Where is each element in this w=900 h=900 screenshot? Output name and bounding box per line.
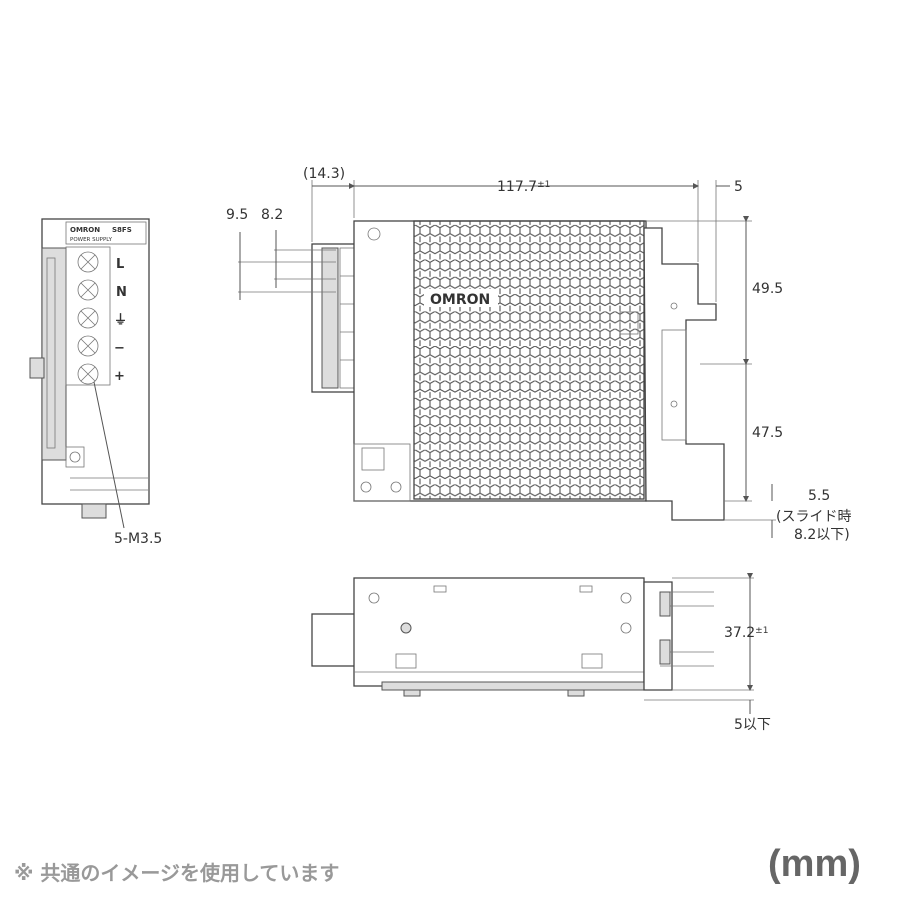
dim-upper: 49.5 [752, 281, 783, 297]
front-view: OMRON S8FS POWER SUPPLY L N ⏚ − + 5-M3.5 [29, 218, 162, 547]
terminal-label-ground: ⏚ [114, 313, 127, 328]
terminal-label-plus: + [114, 369, 125, 384]
terminal-label-n: N [116, 285, 127, 300]
dim-slide-note-2: 8.2以下) [794, 527, 850, 543]
side-view-dimensions: (14.3) 117.7±1 5 9.5 8.2 49.5 47.5 5.5 (… [226, 166, 851, 543]
terminal-label-l: L [116, 257, 124, 272]
dim-bottom: 5以下 [734, 717, 771, 733]
terminal-label-minus: − [114, 341, 125, 356]
dim-depth-offset: (14.3) [303, 166, 345, 182]
screw-spec-label: 5-M3.5 [114, 531, 162, 547]
front-brand-label: OMRON [70, 226, 100, 234]
side-view: OMRON [311, 220, 725, 521]
bottom-view-dimensions: 37.2±1 5以下 [644, 573, 771, 733]
dim-width: 37.2±1 [724, 625, 768, 641]
side-brand-label: OMRON [430, 292, 490, 308]
dim-slide: 5.5 [808, 488, 830, 504]
dim-rail-gap: 5 [734, 179, 743, 195]
dim-pitch-b: 8.2 [261, 207, 283, 223]
dim-length: 117.7±1 [497, 179, 550, 195]
bottom-view [311, 577, 714, 697]
front-series-label: S8FS [112, 226, 132, 234]
dim-lower: 47.5 [752, 425, 783, 441]
front-caption-label: POWER SUPPLY [70, 237, 113, 243]
unit-label: (mm) [768, 843, 861, 885]
terminal-screws [77, 251, 99, 385]
dim-slide-note-1: (スライド時 [776, 509, 851, 525]
dim-pitch-a: 9.5 [226, 207, 248, 223]
footnote: ※ 共通のイメージを使用しています [14, 861, 340, 885]
